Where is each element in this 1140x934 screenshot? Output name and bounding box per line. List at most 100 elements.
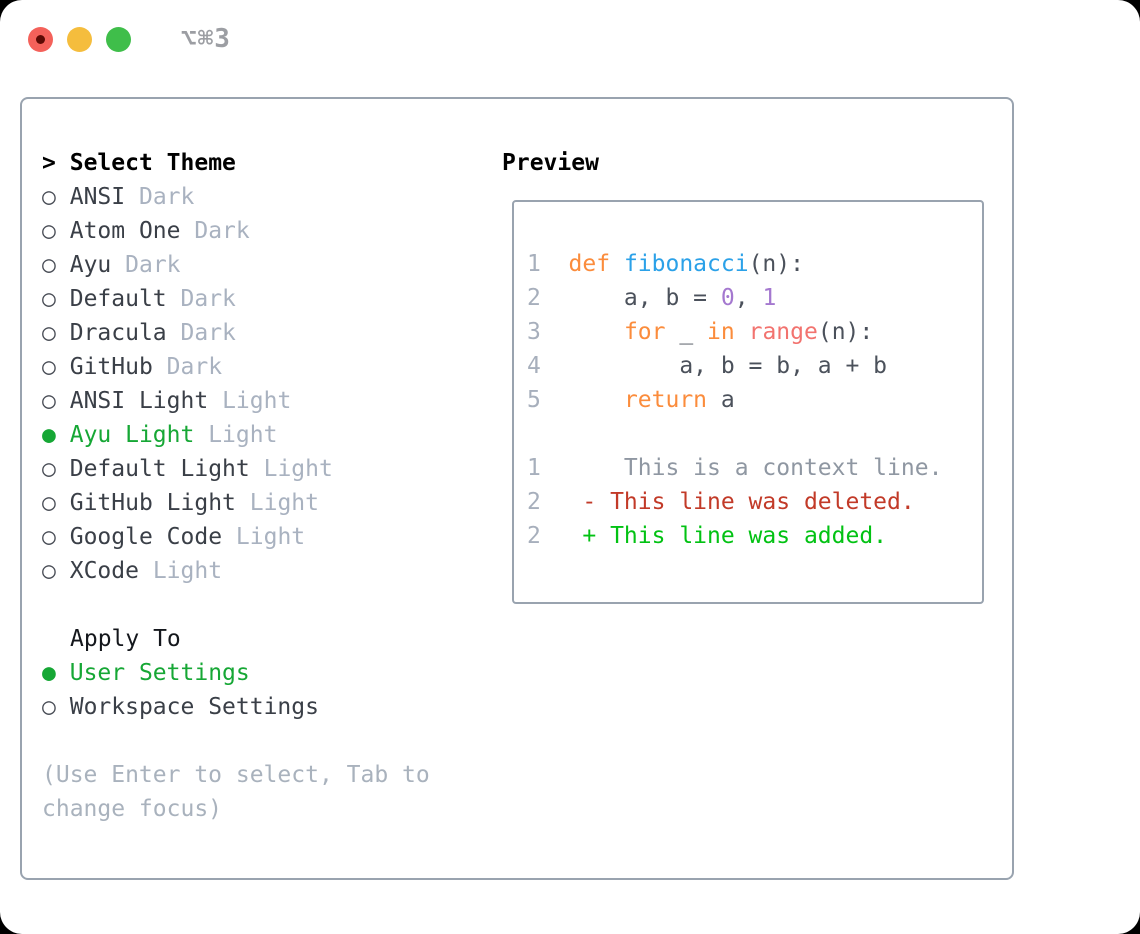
- code-line: 3 for _ in range(n):: [527, 315, 982, 349]
- apply-option-workspace-settings[interactable]: ○ Workspace Settings: [42, 690, 484, 724]
- code-segment: 2: [527, 489, 569, 515]
- theme-name: Dracula: [69, 320, 167, 346]
- theme-selector-panel: > Select Theme ○ ANSI Dark○ Atom One Dar…: [20, 97, 1014, 880]
- code-segment: - This line was deleted.: [568, 489, 915, 515]
- theme-list: ○ ANSI Dark○ Atom One Dark○ Ayu Dark○ De…: [42, 180, 484, 588]
- radio-icon: ○: [42, 354, 56, 380]
- code-segment: 1: [762, 285, 777, 311]
- theme-option-default-light[interactable]: ○ Default Light Light: [42, 452, 484, 486]
- theme-variant: Light: [235, 524, 306, 550]
- close-button[interactable]: [28, 26, 53, 52]
- theme-variant: Light: [222, 388, 292, 414]
- code-segment: 5: [527, 387, 569, 413]
- theme-name: Default: [69, 286, 167, 312]
- code-segment: def: [568, 251, 624, 277]
- theme-option-ansi-light[interactable]: ○ ANSI Light Light: [42, 384, 484, 418]
- code-segment: 1: [527, 455, 569, 481]
- theme-option-default[interactable]: ○ Default Dark: [42, 282, 484, 316]
- theme-option-google-code[interactable]: ○ Google Code Light: [42, 520, 484, 554]
- code-segment: 2: [527, 285, 569, 311]
- theme-name: GitHub: [69, 354, 153, 380]
- code-segment: 4: [527, 353, 569, 379]
- code-segment: for: [623, 319, 666, 345]
- code-segment: return: [623, 387, 708, 413]
- radio-icon: ○: [42, 524, 56, 550]
- code-line: 1 def fibonacci(n):: [527, 247, 982, 281]
- code-segment: in: [707, 319, 735, 345]
- code-segment: (n):: [748, 251, 804, 277]
- code-segment: a: [707, 387, 735, 413]
- minimize-button[interactable]: [67, 26, 92, 52]
- select-theme-title: Select Theme: [69, 150, 236, 176]
- code-segment: 0: [720, 285, 735, 311]
- apply-to-list: ● User Settings○ Workspace Settings: [42, 656, 484, 724]
- code-segment: a, b = b, a + b: [568, 353, 888, 379]
- theme-name: ANSI: [69, 184, 126, 210]
- code-line: 1 This is a context line.: [527, 451, 982, 485]
- code-segment: [569, 319, 624, 345]
- apply-option-name: User Settings: [69, 660, 250, 686]
- window-shortcut-label: ⌥⌘3: [181, 24, 231, 54]
- radio-icon: ●: [42, 660, 56, 686]
- theme-variant: Dark: [138, 184, 195, 210]
- theme-variant: Dark: [166, 354, 223, 380]
- radio-icon: ○: [42, 320, 56, 346]
- theme-name: Google Code: [69, 524, 223, 550]
- radio-icon: ○: [42, 252, 56, 278]
- code-segment: 3: [527, 319, 569, 345]
- titlebar: ⌥⌘3: [28, 24, 231, 54]
- code-segment: This is a context line.: [568, 455, 943, 481]
- theme-variant: Dark: [194, 218, 250, 244]
- apply-to-label: Apply To: [70, 626, 181, 652]
- code-segment: range: [748, 319, 818, 345]
- theme-variant: Dark: [180, 286, 236, 312]
- theme-name: Atom One: [69, 218, 181, 244]
- theme-option-xcode[interactable]: ○ XCode Light: [42, 554, 484, 588]
- select-theme-header: > Select Theme: [42, 146, 484, 180]
- theme-variant: Light: [263, 456, 333, 482]
- apply-option-user-settings[interactable]: ● User Settings: [42, 656, 484, 690]
- theme-variant: Light: [249, 490, 319, 516]
- radio-icon: ○: [42, 388, 56, 414]
- theme-option-dracula[interactable]: ○ Dracula Dark: [42, 316, 484, 350]
- radio-icon: ○: [42, 456, 56, 482]
- radio-icon: ○: [42, 558, 56, 584]
- theme-option-github[interactable]: ○ GitHub Dark: [42, 350, 484, 384]
- theme-name: Default Light: [69, 456, 250, 482]
- apply-option-name: Workspace Settings: [69, 694, 319, 720]
- code-segment: a, b =: [568, 285, 721, 311]
- theme-option-ayu[interactable]: ○ Ayu Dark: [42, 248, 484, 282]
- code-segment: [569, 387, 624, 413]
- radio-icon: ○: [42, 694, 56, 720]
- theme-variant: Light: [208, 422, 278, 448]
- help-line: (Use Enter to select, Tab to: [42, 762, 430, 788]
- theme-name: XCode: [69, 558, 139, 584]
- theme-option-atom-one[interactable]: ○ Atom One Dark: [42, 214, 484, 248]
- code-segment: 1: [527, 251, 569, 277]
- code-segment: + This line was added.: [568, 523, 888, 549]
- code-line: 4 a, b = b, a + b: [527, 349, 982, 383]
- code-segment: _: [665, 319, 708, 345]
- radio-icon: ●: [42, 422, 56, 448]
- theme-variant: Dark: [180, 320, 236, 346]
- code-segment: fibonacci: [623, 251, 749, 277]
- radio-icon: ○: [42, 490, 56, 516]
- code-line: 2 a, b = 0, 1: [527, 281, 982, 315]
- help-line: change focus): [42, 796, 223, 822]
- code-segment: ,: [734, 285, 763, 311]
- theme-option-github-light[interactable]: ○ GitHub Light Light: [42, 486, 484, 520]
- theme-option-ansi[interactable]: ○ ANSI Dark: [42, 180, 484, 214]
- code-segment: [735, 319, 749, 345]
- code-line: 2 + This line was added.: [527, 519, 982, 553]
- theme-variant: Light: [152, 558, 223, 584]
- close-dot-icon: [36, 34, 45, 44]
- code-segment: 2: [527, 523, 569, 549]
- theme-variant: Dark: [125, 252, 181, 278]
- code-segment: (n):: [817, 319, 874, 345]
- theme-list-column: > Select Theme ○ ANSI Dark○ Atom One Dar…: [22, 99, 484, 878]
- maximize-button[interactable]: [106, 26, 131, 52]
- theme-name: Ayu Light: [69, 422, 195, 448]
- theme-option-ayu-light[interactable]: ● Ayu Light Light: [42, 418, 484, 452]
